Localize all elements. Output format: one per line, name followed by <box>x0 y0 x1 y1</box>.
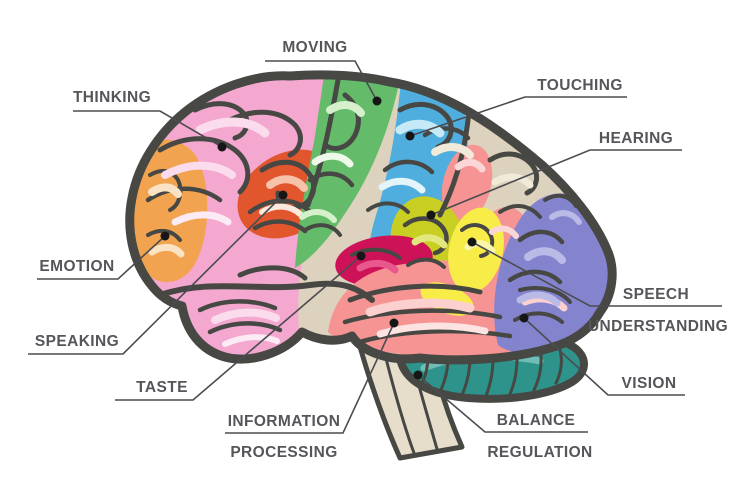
speech-understanding-leader-line <box>471 241 722 307</box>
touching-dot <box>405 131 415 141</box>
hearing-dot <box>426 210 436 220</box>
callout-thinking: THINKING <box>73 89 227 152</box>
callout-speech-understanding: SPEECH UNDERSTANDING <box>467 237 728 335</box>
callout-taste: TASTE <box>115 251 366 401</box>
balance-regulation-leader-line <box>417 374 588 433</box>
thinking-leader-line <box>73 110 223 148</box>
touching-leader-line <box>409 96 627 137</box>
moving-leader-line <box>265 60 378 102</box>
balance-regulation-dot <box>413 370 423 380</box>
speaking-leader-line <box>28 194 284 355</box>
emotion-dot <box>160 231 170 241</box>
callout-touching: TOUCHING <box>405 77 627 141</box>
information-processing-dot <box>389 318 399 328</box>
callout-speaking: SPEAKING <box>28 190 288 355</box>
callout-hearing: HEARING <box>426 130 682 220</box>
functional-regions <box>129 74 613 360</box>
thinking-label: THINKING <box>73 89 151 106</box>
gyri-highlights <box>148 101 582 347</box>
taste-leader-line <box>115 255 362 401</box>
emotion-label: EMOTION <box>39 258 114 275</box>
speech-understanding-label-line2: UNDERSTANDING <box>588 318 728 335</box>
emotion-leader-line <box>37 235 166 280</box>
region-emotion <box>129 139 208 283</box>
balance-regulation-label-line1: BALANCE <box>497 412 576 429</box>
cerebrum-outline <box>125 70 617 365</box>
moving-label: MOVING <box>282 39 347 56</box>
information-processing-label-line1: INFORMATION <box>228 413 341 430</box>
moving-dot <box>372 96 382 106</box>
touching-label: TOUCHING <box>537 77 623 94</box>
speaking-dot <box>278 190 288 200</box>
information-processing-label-line2: PROCESSING <box>230 444 337 461</box>
region-moving <box>295 74 402 268</box>
callout-balance-regulation: BALANCE REGULATION <box>413 370 592 461</box>
speaking-label: SPEAKING <box>35 333 119 350</box>
taste-dot <box>356 251 366 261</box>
taste-label: TASTE <box>136 379 188 396</box>
vision-label: VISION <box>622 375 677 392</box>
callout-moving: MOVING <box>265 39 382 106</box>
sulci-lines <box>145 77 578 345</box>
callout-information-processing: INFORMATION PROCESSING <box>225 318 399 461</box>
callout-emotion: EMOTION <box>37 231 170 280</box>
information-processing-leader-line <box>225 322 395 434</box>
speech-understanding-dot <box>467 237 477 247</box>
balance-regulation-label-line2: REGULATION <box>487 444 592 461</box>
hearing-label: HEARING <box>599 130 673 147</box>
vision-dot <box>519 313 529 323</box>
vision-leader-line <box>523 317 685 396</box>
speech-understanding-label-line1: SPEECH <box>623 286 689 303</box>
thinking-dot <box>217 142 227 152</box>
callouts: MOVING THINKING TOUCHING HEARING EMOTION… <box>28 39 728 461</box>
callout-vision: VISION <box>519 313 685 396</box>
hearing-leader-line <box>430 149 682 216</box>
